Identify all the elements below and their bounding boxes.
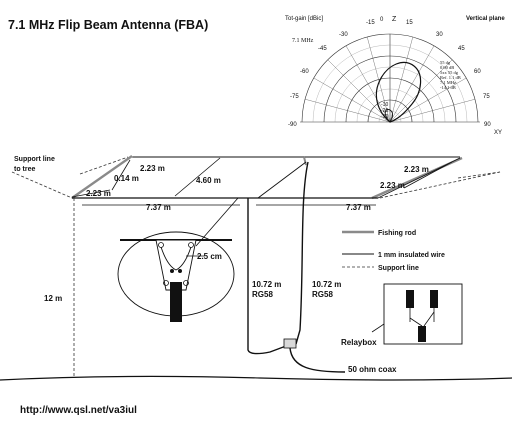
feed-left-type: RG58 [252, 290, 273, 299]
polar-angle-left-75: -75 [290, 94, 299, 100]
feedline-right [295, 161, 309, 345]
dim-right-span: 7.37 m [346, 203, 371, 212]
relay-coil-left [406, 290, 414, 308]
polar-legend-line-4: Ref. 1.1 dB [440, 75, 461, 80]
feed-right-length: 10.72 m [312, 280, 341, 289]
polar-legend-line-3: 5xx 55 dg [440, 70, 459, 75]
dim-arrow-left-top [111, 159, 131, 191]
antenna-structure [0, 155, 512, 381]
detail-pointer-line [195, 197, 239, 247]
polar-legend-line-6: -14.1 dB [440, 85, 456, 90]
relay-coil-bottom [418, 326, 426, 342]
detail-bolt-3 [163, 280, 169, 286]
polar-tick-top-left: -15 [366, 20, 375, 26]
polar-xy-label: XY [494, 130, 502, 136]
polar-ring-label-30: -30 [381, 114, 388, 120]
polar-angle-right-45: 45 [458, 46, 465, 52]
dim-insulator-gap: 2.5 cm [197, 252, 222, 261]
polar-legend-line-2: 0.00 dB [440, 65, 454, 70]
relaybox-label: Relaybox [341, 338, 377, 347]
detail-insulator-plate [155, 239, 197, 291]
polar-pattern-plot: Tot-gain [dBic] Vertical plane 7.1 MHz [285, 16, 505, 136]
dim-top-width: 2.23 m [140, 164, 165, 173]
dim-right-bottom: 2.23 m [380, 181, 405, 190]
polar-angle-left-90: -90 [288, 122, 297, 128]
ground-line [0, 375, 512, 381]
detail-insulator-left [170, 269, 174, 273]
polar-tick-top-zero: 0 [380, 17, 384, 23]
polar-freq-label: 7.1 MHz [292, 38, 314, 44]
fishing-rod-left [71, 155, 133, 199]
dim-bottom-width: 2.23 m [86, 189, 111, 198]
polar-legend-line-5: 7.1 MHz [440, 80, 456, 85]
polar-angle-right-75: 75 [483, 94, 490, 100]
source-url: http://www.qsl.net/va3iul [20, 405, 137, 416]
polar-angle-right-90: 90 [484, 122, 491, 128]
polar-angle-left-30: -30 [339, 32, 348, 38]
polar-legend-text: 55 dg 0.00 dB 5xx 55 dg Ref. 1.1 dB 7.1 … [440, 60, 461, 90]
polar-angle-left-60: -60 [300, 69, 309, 75]
legend-label-wire: 1 mm insulated wire [378, 252, 445, 259]
polar-angle-right-60: 60 [474, 69, 481, 75]
dim-spacing: 4.60 m [196, 176, 221, 185]
support-line-left-upper [79, 156, 129, 175]
support-line-label: Support line [14, 156, 55, 163]
detail-fishing-rod [170, 282, 182, 322]
end-wire-left [71, 189, 111, 198]
dimension-labels: Support line to tree 2.23 m 0.14 m 2.23 … [14, 156, 429, 374]
feed-right-type: RG58 [312, 290, 333, 299]
polar-plane-label: Vertical plane [466, 16, 505, 22]
support-line-to-tree-label: to tree [14, 166, 36, 173]
relay-coil-right [430, 290, 438, 308]
dim-right-top: 2.23 m [404, 165, 429, 174]
detail-insulator-right [178, 269, 182, 273]
fishing-rod-center [303, 156, 307, 166]
legend: Fishing rod 1 mm insulated wire Support … [342, 230, 445, 272]
feed-left-length: 10.72 m [252, 280, 281, 289]
polar-angle-right-30: 30 [436, 32, 443, 38]
feed-link-wire [257, 161, 307, 199]
coax-cable [289, 347, 346, 373]
polar-angle-left-45: -45 [318, 46, 327, 52]
relaybox [283, 338, 297, 349]
coax-label: 50 ohm coax [348, 365, 397, 374]
polar-spokes [304, 36, 476, 123]
dim-gap: 0.14 m [114, 174, 139, 183]
relay-contact-1 [409, 317, 423, 327]
relay-pointer-line [371, 323, 385, 333]
polar-tick-top-right: 15 [406, 20, 413, 26]
legend-label-support: Support line [378, 265, 419, 272]
page-title: 7.1 MHz Flip Beam Antenna (FBA) [8, 18, 208, 32]
detail-wire-loop [160, 246, 192, 271]
polar-ring-label-10: -10 [381, 102, 388, 108]
radiation-pattern [375, 61, 422, 123]
dim-height: 12 m [44, 294, 62, 303]
support-line-right-lower [379, 171, 501, 199]
detail-bolt-4 [183, 280, 189, 286]
polar-ring-label-20: -20 [381, 108, 388, 114]
dim-left-span: 7.37 m [146, 203, 171, 212]
dim-arrow-right [403, 161, 453, 189]
dim-arrow-spacing [174, 157, 221, 197]
feedline-left [247, 198, 287, 355]
radiation-pattern-lobe [384, 109, 393, 123]
support-line-left [11, 171, 73, 199]
support-line-right [457, 171, 501, 179]
legend-label-rod: Fishing rod [378, 230, 416, 237]
relay-contact-2 [423, 311, 435, 327]
polar-legend-line-1: 55 dg [440, 60, 451, 65]
dimension-arrows [82, 157, 453, 206]
polar-ylabel: Tot-gain [dBic] [285, 16, 323, 22]
polar-z-label: Z [392, 16, 397, 23]
